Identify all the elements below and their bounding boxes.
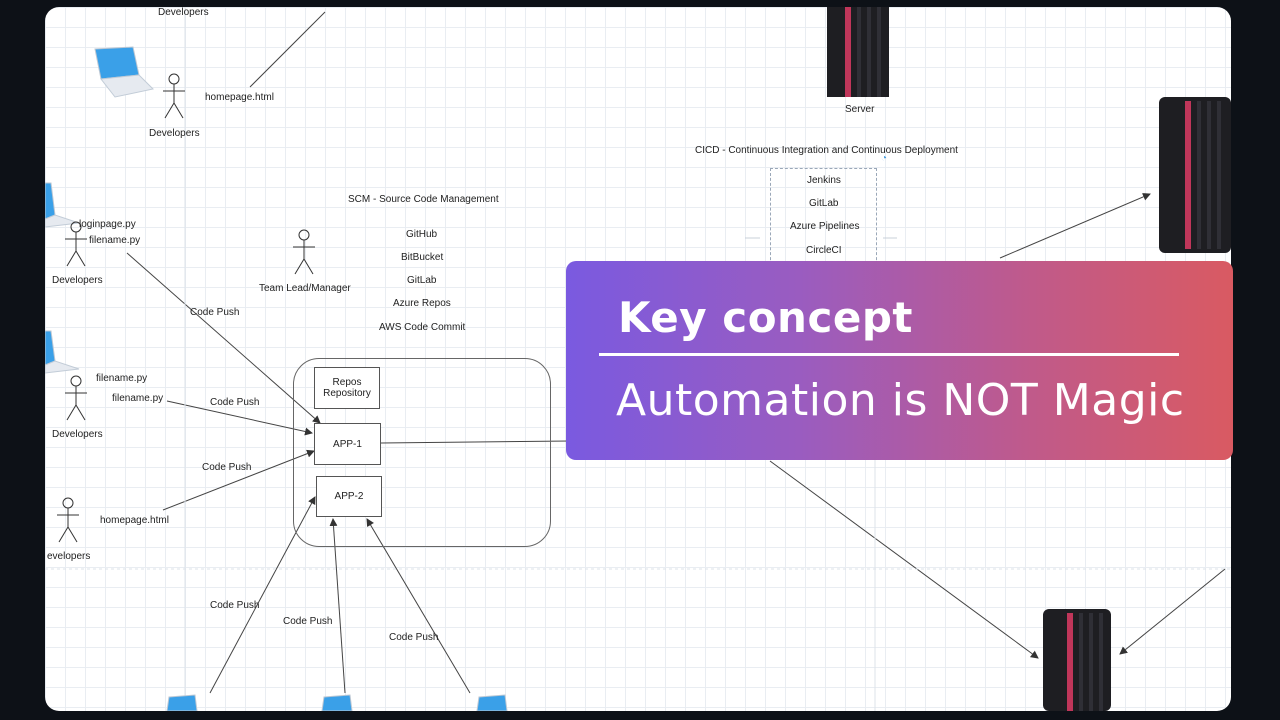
developer-icon [57,497,79,543]
connector-code-push-1 [126,252,321,424]
app2-box[interactable]: APP-2 [316,476,382,517]
server-icon [827,7,889,97]
file-label: homepage.html [100,515,169,526]
developers-label: Developers [52,275,103,286]
scm-tool: AWS Code Commit [379,322,466,333]
app1-box[interactable]: APP-1 [314,423,381,465]
developers-label: Developers [158,7,209,18]
file-label: filename.py [96,373,148,384]
file-label: homepage.html [205,92,274,103]
code-push-label: Code Push [202,462,252,473]
cicd-tool: Azure Pipelines [790,221,860,232]
laptop-icon [321,694,353,711]
code-push-label: Code Push [389,632,439,643]
laptop-icon [166,694,198,711]
repos-box-label: Repos Repository [323,377,371,399]
team-lead-label: Team Lead/Manager [259,283,351,294]
connector-code-push-2 [166,400,313,436]
server-label: Server [845,104,875,115]
repo-group[interactable] [293,358,551,547]
file-label: filename.py [89,235,141,246]
banner-divider [599,353,1179,356]
file-label: loginpage.py [79,219,136,230]
developers-label: Developers [149,128,200,139]
server-icon [1043,609,1111,711]
connector-cicd-server-right [999,193,1151,259]
code-push-label: Code Push [210,397,260,408]
connector-code-push-6 [366,518,471,694]
code-push-label: Code Push [283,616,333,627]
developer-icon [65,375,87,421]
cicd-tool: GitLab [809,198,839,209]
scm-tool: Azure Repos [393,298,451,309]
developer-icon [163,73,185,119]
connector-app1-cicd [378,440,571,444]
connector-code-push-3 [162,449,315,511]
cicd-tool: Jenkins [807,175,841,186]
developers-label: evelopers [47,551,91,562]
scm-tool: BitBucket [401,252,444,263]
resize-handle-icon[interactable]: ◔ [881,153,888,164]
team-lead-icon [293,229,315,275]
cicd-tool: CircleCI [806,245,842,256]
developers-label: Developers [52,429,103,440]
connector-code-push-5 [329,518,346,694]
key-concept-subtitle: Automation is NOT Magic [616,375,1185,426]
connector-cicd-server-bottom [769,460,1039,659]
laptop-icon [94,46,155,98]
scm-title: SCM - Source Code Management [348,194,499,205]
connector-top [249,11,326,88]
laptop-icon [476,694,508,711]
app1-label: APP-1 [333,438,362,450]
developer-icon [65,221,87,267]
scm-tool: GitLab [407,275,437,286]
laptop-icon [45,330,80,374]
cicd-title: CICD - Continuous Integration and Contin… [695,145,958,156]
code-push-label: Code Push [210,600,260,611]
app2-label: APP-2 [334,491,364,502]
code-push-label: Code Push [190,307,240,318]
key-concept-banner: Key concept Automation is NOT Magic [566,261,1233,460]
connector-server-bottom-right [1119,568,1226,655]
file-label: filename.py [112,393,164,404]
key-concept-title: Key concept [618,293,913,342]
scm-tool: GitHub [406,229,438,240]
repos-box[interactable]: Repos Repository [314,367,380,409]
server-icon [1159,97,1231,253]
